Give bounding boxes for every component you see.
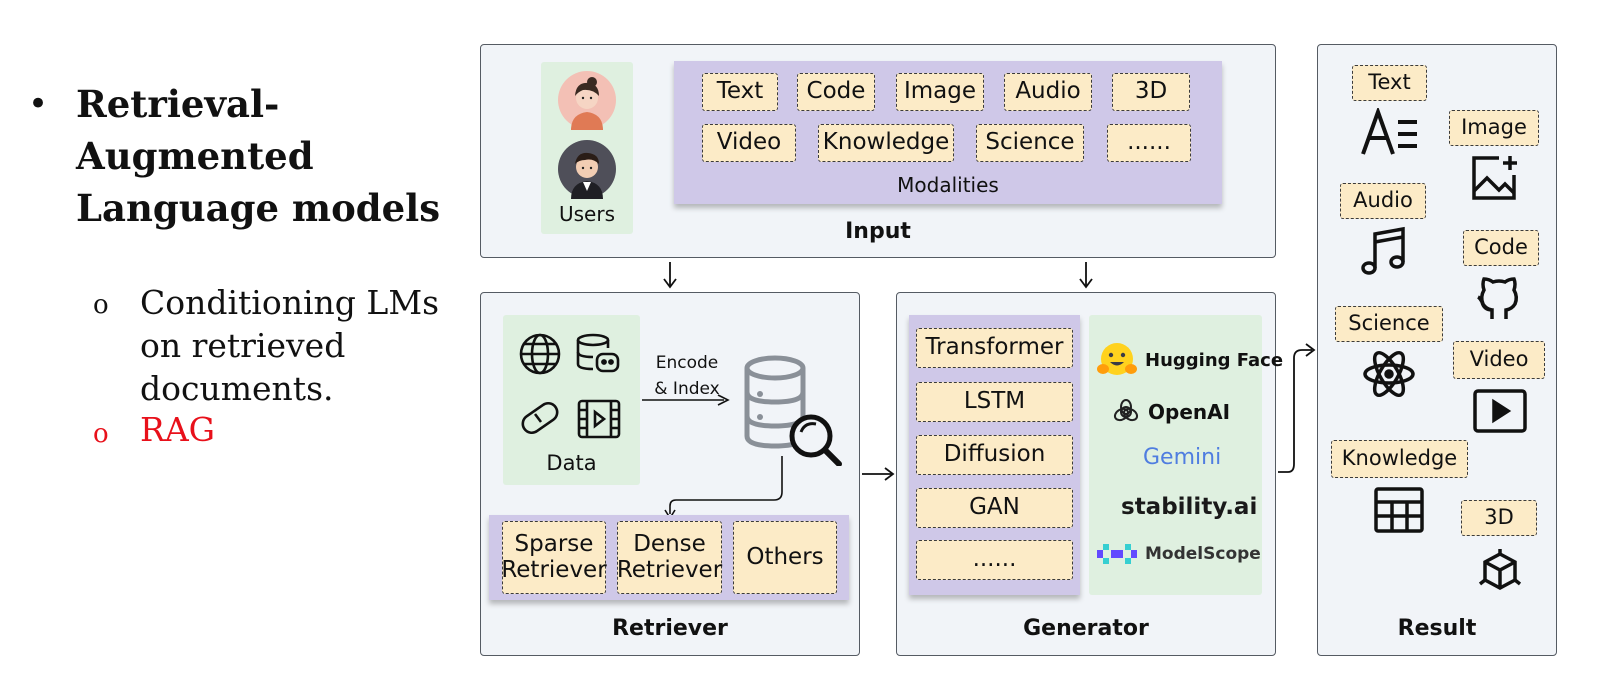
encode-index-label: Encode & Index: [654, 353, 720, 399]
modality-tag: Audio: [1004, 73, 1092, 111]
sub-bullet-marker: o: [93, 290, 109, 320]
modality-tag: Text: [702, 73, 778, 111]
model-tag: LSTM: [916, 382, 1073, 422]
modelscope-logo: ModelScope: [1097, 542, 1261, 566]
modelscope-icon: [1097, 544, 1137, 564]
input-label: Input: [845, 219, 911, 244]
user-male-avatar: [557, 139, 617, 199]
slide-heading: Retrieval- Augmented Language models: [76, 82, 441, 230]
database-bot-icon: [575, 332, 621, 376]
model-tag: Diffusion: [916, 435, 1073, 475]
globe-icon: [518, 332, 562, 376]
retriever-label: Retriever: [612, 616, 728, 641]
result-label: Result: [1397, 616, 1477, 641]
provider-label: Hugging Face: [1145, 349, 1284, 371]
sub-bullet-marker-red: o: [93, 419, 109, 449]
modality-tag: 3D: [1112, 73, 1190, 111]
gemini-logo: Gemini: [1143, 445, 1222, 470]
result-tag: Science: [1335, 306, 1443, 342]
result-tag: Text: [1352, 65, 1427, 101]
modality-tag: Code: [797, 73, 875, 111]
model-tag: Transformer: [916, 328, 1073, 368]
cube-3d-icon: [1477, 546, 1523, 596]
input-to-retriever-arrow: [663, 262, 677, 289]
result-tag: 3D: [1461, 500, 1537, 536]
result-tag: Knowledge: [1331, 440, 1468, 478]
modality-tag: ......: [1107, 124, 1191, 162]
video-file-icon: [576, 398, 622, 440]
input-to-generator-arrow: [1079, 262, 1093, 289]
bullet-marker: •: [28, 84, 49, 124]
text-format-icon: [1360, 108, 1420, 158]
modality-tag: Image: [896, 73, 984, 111]
modality-tag: Video: [702, 124, 796, 162]
hugging-face-logo: Hugging Face: [1097, 341, 1283, 379]
result-tag: Video: [1453, 341, 1545, 379]
music-note-icon: [1359, 226, 1409, 278]
user-female-avatar: [557, 70, 617, 130]
subpoint-rag: RAG: [140, 410, 216, 449]
retriever-type-tag: Sparse Retriever: [501, 521, 607, 594]
retriever-type-tag: Dense Retriever: [617, 521, 722, 594]
subpoint-conditioning: Conditioning LMs on retrieved documents.: [140, 283, 440, 408]
users-label: Users: [558, 202, 615, 226]
stability-logo: stability.ai: [1121, 494, 1258, 520]
data-label: Data: [546, 451, 597, 475]
modalities-label: Modalities: [897, 173, 999, 197]
provider-label: OpenAI: [1148, 400, 1231, 424]
result-tag: Image: [1449, 110, 1539, 146]
pill-icon: [518, 396, 562, 440]
modality-tag: Knowledge: [818, 124, 954, 162]
atom-icon: [1362, 347, 1416, 401]
generator-to-result-arrow: [1278, 343, 1316, 473]
github-icon: [1474, 272, 1524, 322]
retriever-to-generator-arrow: [862, 467, 895, 481]
result-tag: Code: [1463, 230, 1539, 266]
openai-icon: [1113, 399, 1139, 422]
model-tag: ......: [916, 540, 1073, 580]
modality-tag: Science: [976, 124, 1084, 162]
video-play-icon: [1472, 388, 1528, 434]
retriever-type-tag: Others: [733, 521, 837, 594]
generator-label: Generator: [1023, 616, 1149, 641]
image-add-icon: [1469, 153, 1519, 203]
table-icon: [1373, 486, 1425, 534]
provider-label: ModelScope: [1145, 544, 1261, 564]
result-tag: Audio: [1340, 183, 1426, 219]
database-search-icon: [743, 354, 843, 466]
model-tag: GAN: [916, 488, 1073, 528]
hugging-face-icon: [1097, 343, 1137, 375]
encode-arrow: [642, 394, 730, 406]
openai-logo: OpenAI: [1112, 398, 1230, 426]
retriever-branch-arrow: [664, 456, 783, 520]
